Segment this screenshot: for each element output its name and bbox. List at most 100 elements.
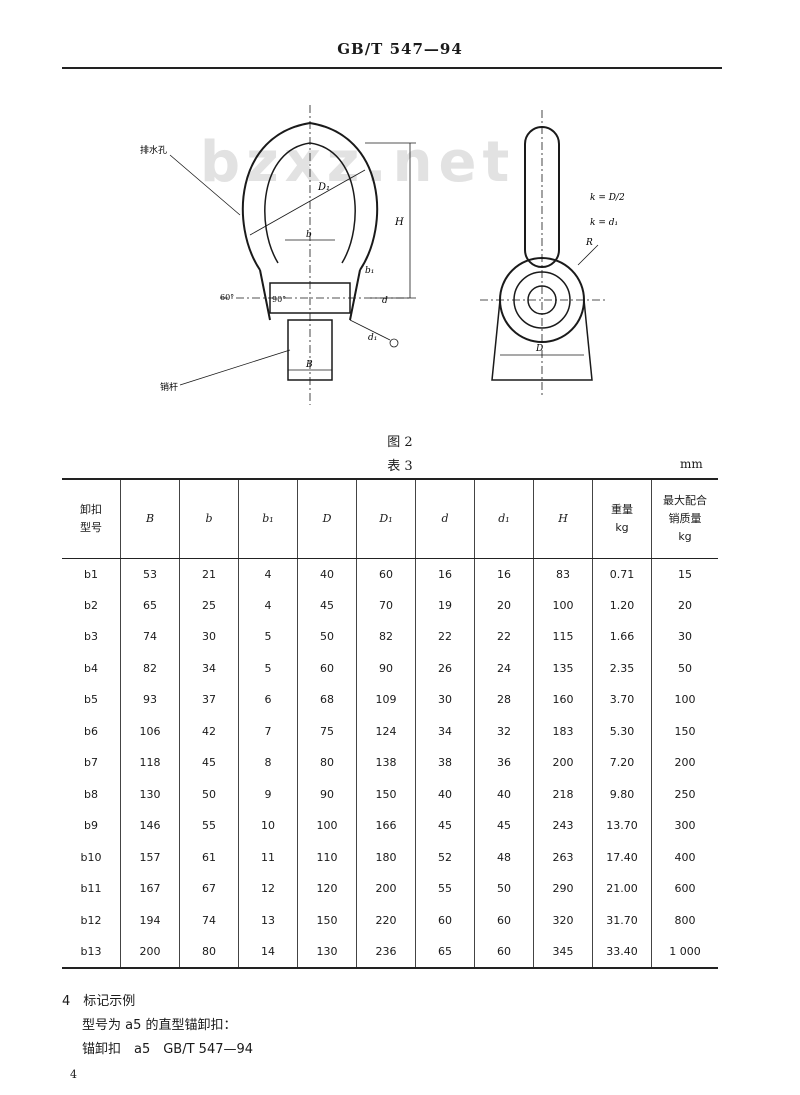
cell-B: 157: [120, 841, 180, 873]
header-max-mass: 最大配合 销质量 kg: [651, 478, 718, 559]
header-rule: [62, 67, 722, 69]
table-unit: mm: [680, 457, 703, 471]
label-d1: d₁: [368, 333, 377, 343]
cell-max-mass: 600: [651, 873, 718, 905]
cell-D: 68: [297, 684, 357, 716]
cell-H: 290: [533, 873, 593, 905]
cell-D: 100: [297, 810, 357, 842]
header-b1: b₁: [238, 478, 298, 559]
page-number: 4: [70, 1068, 77, 1081]
cell-b1: 4: [238, 558, 298, 590]
cell-D: 120: [297, 873, 357, 905]
cell-B: 118: [120, 747, 180, 779]
cell-H: 243: [533, 810, 593, 842]
cell-d: 26: [415, 652, 475, 684]
cell-d1: 40: [474, 778, 534, 810]
cell-H: 345: [533, 936, 593, 969]
cell-b1: 14: [238, 936, 298, 969]
cell-B: 53: [120, 558, 180, 590]
cell-model: b2: [84, 598, 98, 612]
marking-line-1: 型号为 a5 的直型锚卸扣：: [82, 1018, 237, 1033]
cell-weight: 13.70: [592, 810, 652, 842]
cell-D1: 180: [356, 841, 416, 873]
cell-model: b7: [84, 756, 98, 770]
cell-d1: 22: [474, 621, 534, 653]
label-D: D: [535, 344, 543, 354]
cell-model: b6: [84, 724, 98, 738]
cell-D: 130: [297, 936, 357, 969]
cell-d1: 36: [474, 747, 534, 779]
cell-D: 90: [297, 778, 357, 810]
cell-b: 21: [179, 558, 239, 590]
cell-D1: 150: [356, 778, 416, 810]
cell-D1: 70: [356, 589, 416, 621]
cell-d: 38: [415, 747, 475, 779]
cell-weight: 2.35: [592, 652, 652, 684]
cell-d1: 24: [474, 652, 534, 684]
cell-model: b11: [80, 882, 102, 896]
cell-b1: 7: [238, 715, 298, 747]
cell-weight: 7.20: [592, 747, 652, 779]
table-caption: 表 3: [387, 459, 413, 474]
label-d: d: [382, 296, 388, 306]
cell-B: 74: [120, 621, 180, 653]
cell-b1: 11: [238, 841, 298, 873]
header-D: D: [297, 478, 357, 559]
cell-model: b1: [84, 567, 98, 581]
cell-H: 320: [533, 904, 593, 936]
cell-weight: 31.70: [592, 904, 652, 936]
cell-b: 67: [179, 873, 239, 905]
header-d1: d₁: [474, 478, 534, 559]
cell-B: 200: [120, 936, 180, 969]
cell-b: 42: [179, 715, 239, 747]
cell-weight: 9.80: [592, 778, 652, 810]
cell-D1: 166: [356, 810, 416, 842]
cell-d1: 20: [474, 589, 534, 621]
cell-weight: 5.30: [592, 715, 652, 747]
cell-max-mass: 50: [651, 652, 718, 684]
cell-D: 50: [297, 621, 357, 653]
cell-d1: 28: [474, 684, 534, 716]
cell-b1: 6: [238, 684, 298, 716]
cell-weight: 0.71: [592, 558, 652, 590]
cell-d1: 48: [474, 841, 534, 873]
table-header-row: 卸扣 型号 B b b₁ D D₁ d d₁ H 重量 kg 最大配合 销质量 …: [62, 478, 718, 559]
header-H: H: [533, 478, 593, 559]
marking-line-2: 锚卸扣 a5 GB/T 547—94: [82, 1042, 254, 1057]
marking-heading: 4 标记示例: [62, 994, 136, 1009]
cell-weight: 3.70: [592, 684, 652, 716]
cell-d: 45: [415, 810, 475, 842]
cell-D1: 236: [356, 936, 416, 969]
cell-b: 34: [179, 652, 239, 684]
cell-max-mass: 250: [651, 778, 718, 810]
label-k2: k = d₁: [590, 218, 618, 228]
shackle-drawing: 排水孔 销杆 H D₁ b b₁ B d d₁ 60° 90° D R k = …: [140, 105, 625, 405]
cell-d: 55: [415, 873, 475, 905]
cell-b1: 12: [238, 873, 298, 905]
cell-b1: 9: [238, 778, 298, 810]
cell-D1: 200: [356, 873, 416, 905]
label-B: B: [305, 360, 313, 370]
cell-b: 30: [179, 621, 239, 653]
cell-B: 106: [120, 715, 180, 747]
cell-D: 150: [297, 904, 357, 936]
cell-d1: 32: [474, 715, 534, 747]
label-k1: k = D/2: [590, 193, 625, 203]
cell-D1: 82: [356, 621, 416, 653]
marking-example: 4 标记示例 型号为 a5 的直型锚卸扣： 锚卸扣 a5 GB/T 547—94: [62, 990, 253, 1062]
cell-B: 194: [120, 904, 180, 936]
cell-b1: 4: [238, 589, 298, 621]
cell-D1: 109: [356, 684, 416, 716]
cell-B: 82: [120, 652, 180, 684]
cell-D1: 138: [356, 747, 416, 779]
label-R: R: [585, 238, 593, 248]
cell-max-mass: 400: [651, 841, 718, 873]
cell-d: 40: [415, 778, 475, 810]
